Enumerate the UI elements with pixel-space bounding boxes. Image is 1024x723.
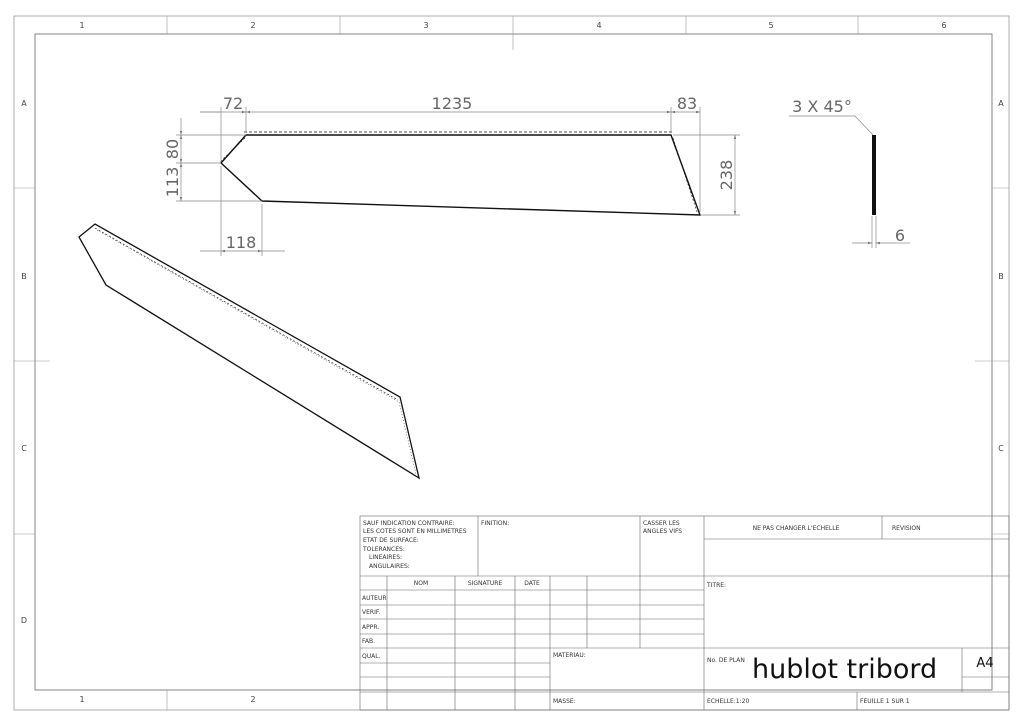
tb-note-4: TOLERANCES: — [362, 546, 405, 553]
dim-80: 80 — [163, 139, 182, 159]
tb-casser-2: ANGLES VIFS — [643, 528, 682, 535]
tb-row-fab: FAB. — [362, 638, 375, 645]
dim-113: 113 — [163, 167, 182, 198]
tb-note-1: SAUF INDICATION CONTRAIRE: — [363, 520, 455, 527]
dim-1235: 1235 — [432, 94, 473, 113]
zone-left-b: B — [21, 272, 27, 281]
dim-118: 118 — [226, 233, 257, 252]
part-isometric-view — [78, 223, 420, 480]
zone-bottom-2: 2 — [250, 695, 255, 704]
tb-echelle: ECHELLE:1:20 — [707, 698, 749, 705]
dim-chamfer: 3 X 45° — [792, 97, 852, 116]
title-block-grid — [359, 515, 1010, 711]
tb-feuille: FEUILLE 1 SUR 1 — [860, 698, 910, 705]
zone-top-3: 3 — [423, 21, 428, 30]
tb-ne-pas-changer: NE PAS CHANGER L'ECHELLE — [753, 525, 840, 532]
tb-drawing-title: hublot tribord — [752, 654, 937, 685]
zone-right-b: B — [998, 272, 1004, 281]
tb-note-3: ETAT DE SURFACE: — [363, 537, 419, 544]
zone-right-c: C — [998, 444, 1004, 453]
zone-top-1: 1 — [79, 21, 84, 30]
dim-6: 6 — [895, 226, 905, 245]
tb-revision: REVISION — [892, 525, 921, 532]
zone-top-6: 6 — [941, 21, 946, 30]
tb-titre: TITRE: — [706, 582, 726, 589]
dim-72: 72 — [223, 94, 243, 113]
zone-top-4: 4 — [596, 21, 601, 30]
tb-row-verif: VERIF. — [362, 609, 380, 616]
part-front-view — [219, 131, 702, 216]
zone-bottom-1: 1 — [79, 695, 84, 704]
tb-note-6: ANGULAIRES: — [369, 563, 410, 570]
tb-casser-1: CASSER LES — [643, 520, 680, 527]
tb-note-2: LES COTES SONT EN MILLIMETRES — [363, 528, 467, 535]
tb-masse: MASSE: — [553, 698, 576, 705]
zone-left-a: A — [21, 99, 27, 108]
tb-col-date: DATE — [524, 580, 540, 587]
zone-top-2: 2 — [250, 21, 255, 30]
tb-finition: FINITION: — [481, 520, 509, 527]
tb-row-auteur: AUTEUR — [362, 595, 387, 602]
outer-frame — [13, 15, 1010, 711]
dimension-lines — [176, 107, 740, 256]
zone-top-5: 5 — [768, 21, 773, 30]
tb-col-signature: SIGNATURE — [468, 580, 503, 587]
tb-col-nom: NOM — [414, 580, 428, 587]
part-side-view — [789, 115, 910, 248]
tb-format: A4 — [976, 656, 993, 671]
tb-no-de-plan: No. DE PLAN — [707, 657, 745, 664]
tb-note-5: LINEAIRES: — [369, 554, 402, 561]
top-zone-dividers — [14, 16, 1009, 710]
inner-frame — [34, 33, 993, 691]
dim-238: 238 — [717, 160, 736, 191]
zone-left-d: D — [21, 616, 27, 625]
zone-right-a: A — [998, 99, 1004, 108]
dim-83: 83 — [677, 94, 697, 113]
tb-row-appr: APPR. — [362, 624, 379, 631]
zone-left-c: C — [21, 444, 27, 453]
tb-materiau: MATERIAU: — [553, 652, 586, 659]
tb-row-qual: QUAL. — [362, 653, 381, 660]
